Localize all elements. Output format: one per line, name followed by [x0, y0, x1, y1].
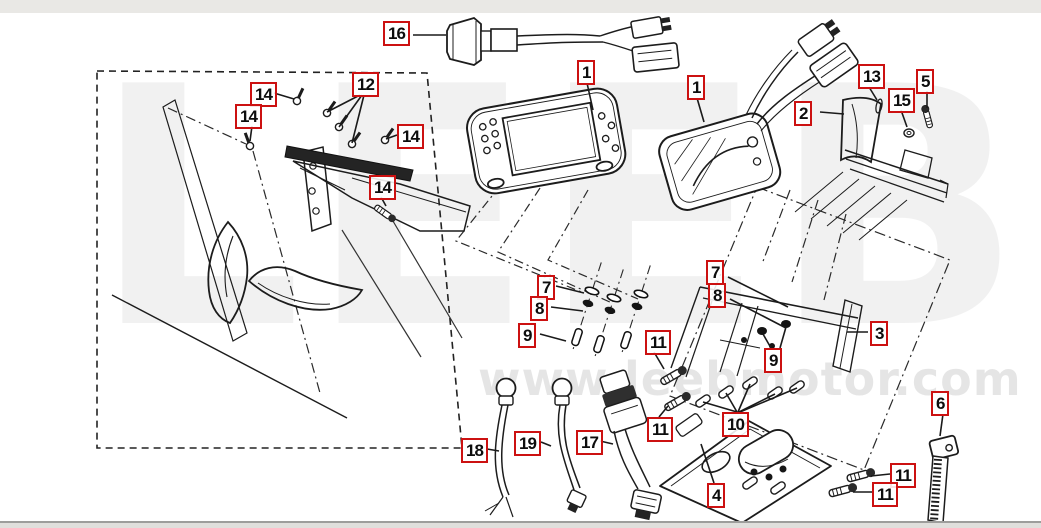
- switch-18-drawing: [484, 377, 517, 518]
- visor-bracket-drawing: [240, 85, 471, 358]
- callout-11-15: 11: [645, 330, 671, 355]
- callout-5-5: 5: [916, 69, 935, 94]
- callout-7-16: 7: [706, 260, 725, 285]
- lower-bracket-4-drawing: [659, 420, 832, 524]
- diagnostic-harness-16-drawing: [446, 16, 680, 73]
- callout-9-19: 9: [764, 348, 783, 373]
- callout-14-11: 14: [369, 175, 396, 200]
- callout-16-0: 16: [383, 21, 410, 46]
- callout-7-12: 7: [537, 275, 556, 300]
- callout-10-20: 10: [722, 412, 749, 437]
- callout-8-17: 8: [708, 283, 727, 308]
- callout-11-21: 11: [647, 417, 673, 442]
- instrument-cluster-1-drawing: [466, 87, 627, 195]
- callout-1-1: 1: [577, 60, 596, 85]
- callout-6-23: 6: [931, 391, 950, 416]
- front-cowl-drawing: [111, 99, 364, 419]
- callout-9-14: 9: [518, 323, 537, 348]
- callout-14-7: 14: [250, 82, 277, 107]
- bottom-band: [0, 523, 1041, 528]
- callout-4-22: 4: [707, 483, 726, 508]
- callout-17-26: 17: [576, 430, 603, 455]
- callout-14-8: 14: [235, 104, 262, 129]
- callout-12-9: 12: [352, 72, 379, 97]
- dashed-boundary-box: [96, 70, 463, 449]
- sensor-17-drawing: [599, 369, 662, 521]
- callout-8-13: 8: [530, 296, 549, 321]
- construction-lines: [167, 107, 951, 471]
- callout-19-25: 19: [514, 431, 541, 456]
- callout-13-4: 13: [858, 64, 885, 89]
- callout-18-24: 18: [461, 438, 488, 463]
- callout-2-3: 2: [794, 101, 813, 126]
- visor-2-drawing: [794, 96, 949, 241]
- screw-set-789-drawing: [571, 262, 651, 360]
- callout-leader-lines: [249, 34, 944, 493]
- top-band: [0, 0, 1041, 13]
- callout-15-6: 15: [888, 88, 915, 113]
- callout-3-18: 3: [870, 321, 889, 346]
- cluster-2-cables-drawing: [745, 19, 859, 132]
- callout-11-28: 11: [872, 482, 898, 507]
- instrument-cluster-2-drawing: [658, 112, 782, 211]
- callout-14-10: 14: [397, 124, 424, 149]
- switch-19-drawing: [551, 377, 587, 513]
- callout-1-2: 1: [687, 75, 706, 100]
- bottom-rule: [0, 521, 1041, 523]
